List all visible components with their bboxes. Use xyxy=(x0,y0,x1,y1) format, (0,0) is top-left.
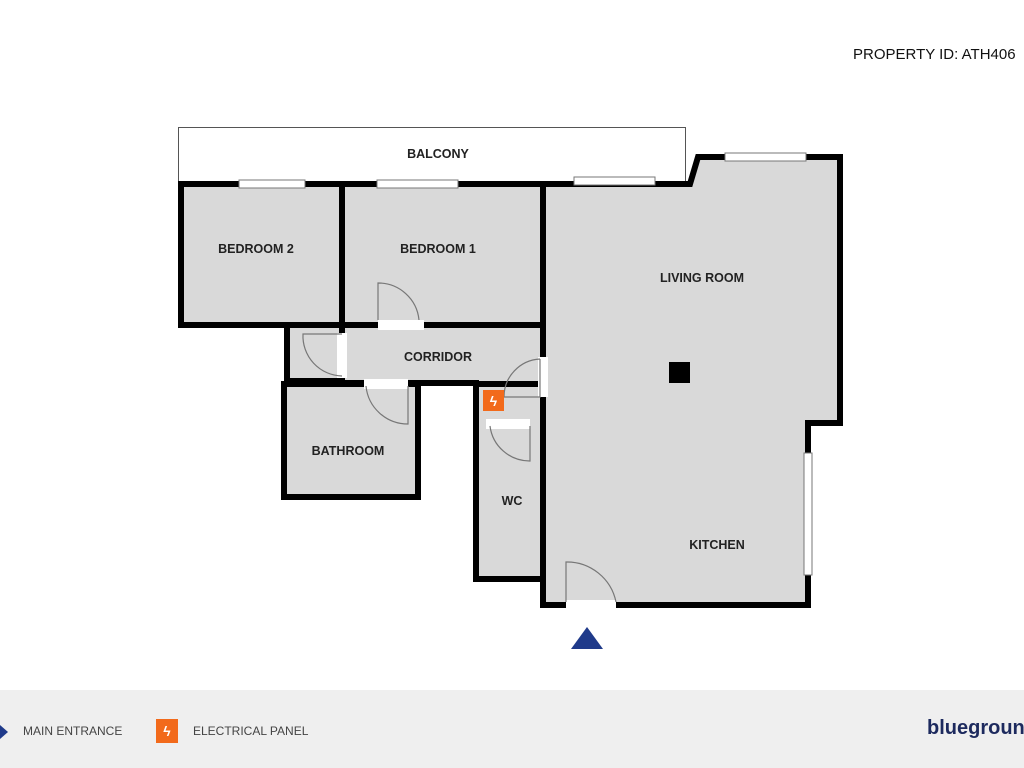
living-room-kitchen xyxy=(540,154,843,608)
svg-text:ϟ: ϟ xyxy=(490,393,498,409)
wc xyxy=(473,381,546,582)
label-kitchen: KITCHEN xyxy=(689,538,745,552)
label-balcony: BALCONY xyxy=(407,147,469,161)
door xyxy=(377,282,420,321)
door xyxy=(302,333,343,377)
legend-electrical-panel: ELECTRICAL PANEL xyxy=(193,724,309,738)
label-bedroom-2: BEDROOM 2 xyxy=(218,242,294,256)
column xyxy=(669,362,690,383)
door xyxy=(565,561,617,603)
label-bedroom-1: BEDROOM 1 xyxy=(400,242,476,256)
main-entrance-legend-icon xyxy=(0,725,8,739)
property-id: PROPERTY ID: ATH406 xyxy=(853,46,1016,63)
door xyxy=(489,425,531,462)
electrical-panel-legend-icon: ϟ xyxy=(156,719,178,743)
door xyxy=(365,385,409,425)
label-bathroom: BATHROOM xyxy=(312,444,385,458)
bathroom xyxy=(281,381,421,500)
label-living-room: LIVING ROOM xyxy=(660,271,744,285)
window xyxy=(724,152,807,162)
legend-bar: MAIN ENTRANCE ϟ ELECTRICAL PANEL bluegro… xyxy=(0,690,1024,768)
window xyxy=(803,452,813,576)
balcony xyxy=(178,127,686,184)
window xyxy=(376,179,459,189)
floor-plan: ϟ BALCONY BEDROOM 2 BEDROOM 1 LIVING ROO… xyxy=(178,127,843,649)
label-corridor: CORRIDOR xyxy=(404,350,472,364)
bedroom-2 xyxy=(178,181,345,384)
label-wc: WC xyxy=(502,494,523,508)
brand-logo: bluegroun xyxy=(927,717,1024,739)
legend-main-entrance: MAIN ENTRANCE xyxy=(23,724,123,738)
main-entrance-icon xyxy=(571,627,603,649)
electrical-panel-icon: ϟ xyxy=(483,390,504,411)
window xyxy=(573,176,656,186)
window xyxy=(238,179,306,189)
